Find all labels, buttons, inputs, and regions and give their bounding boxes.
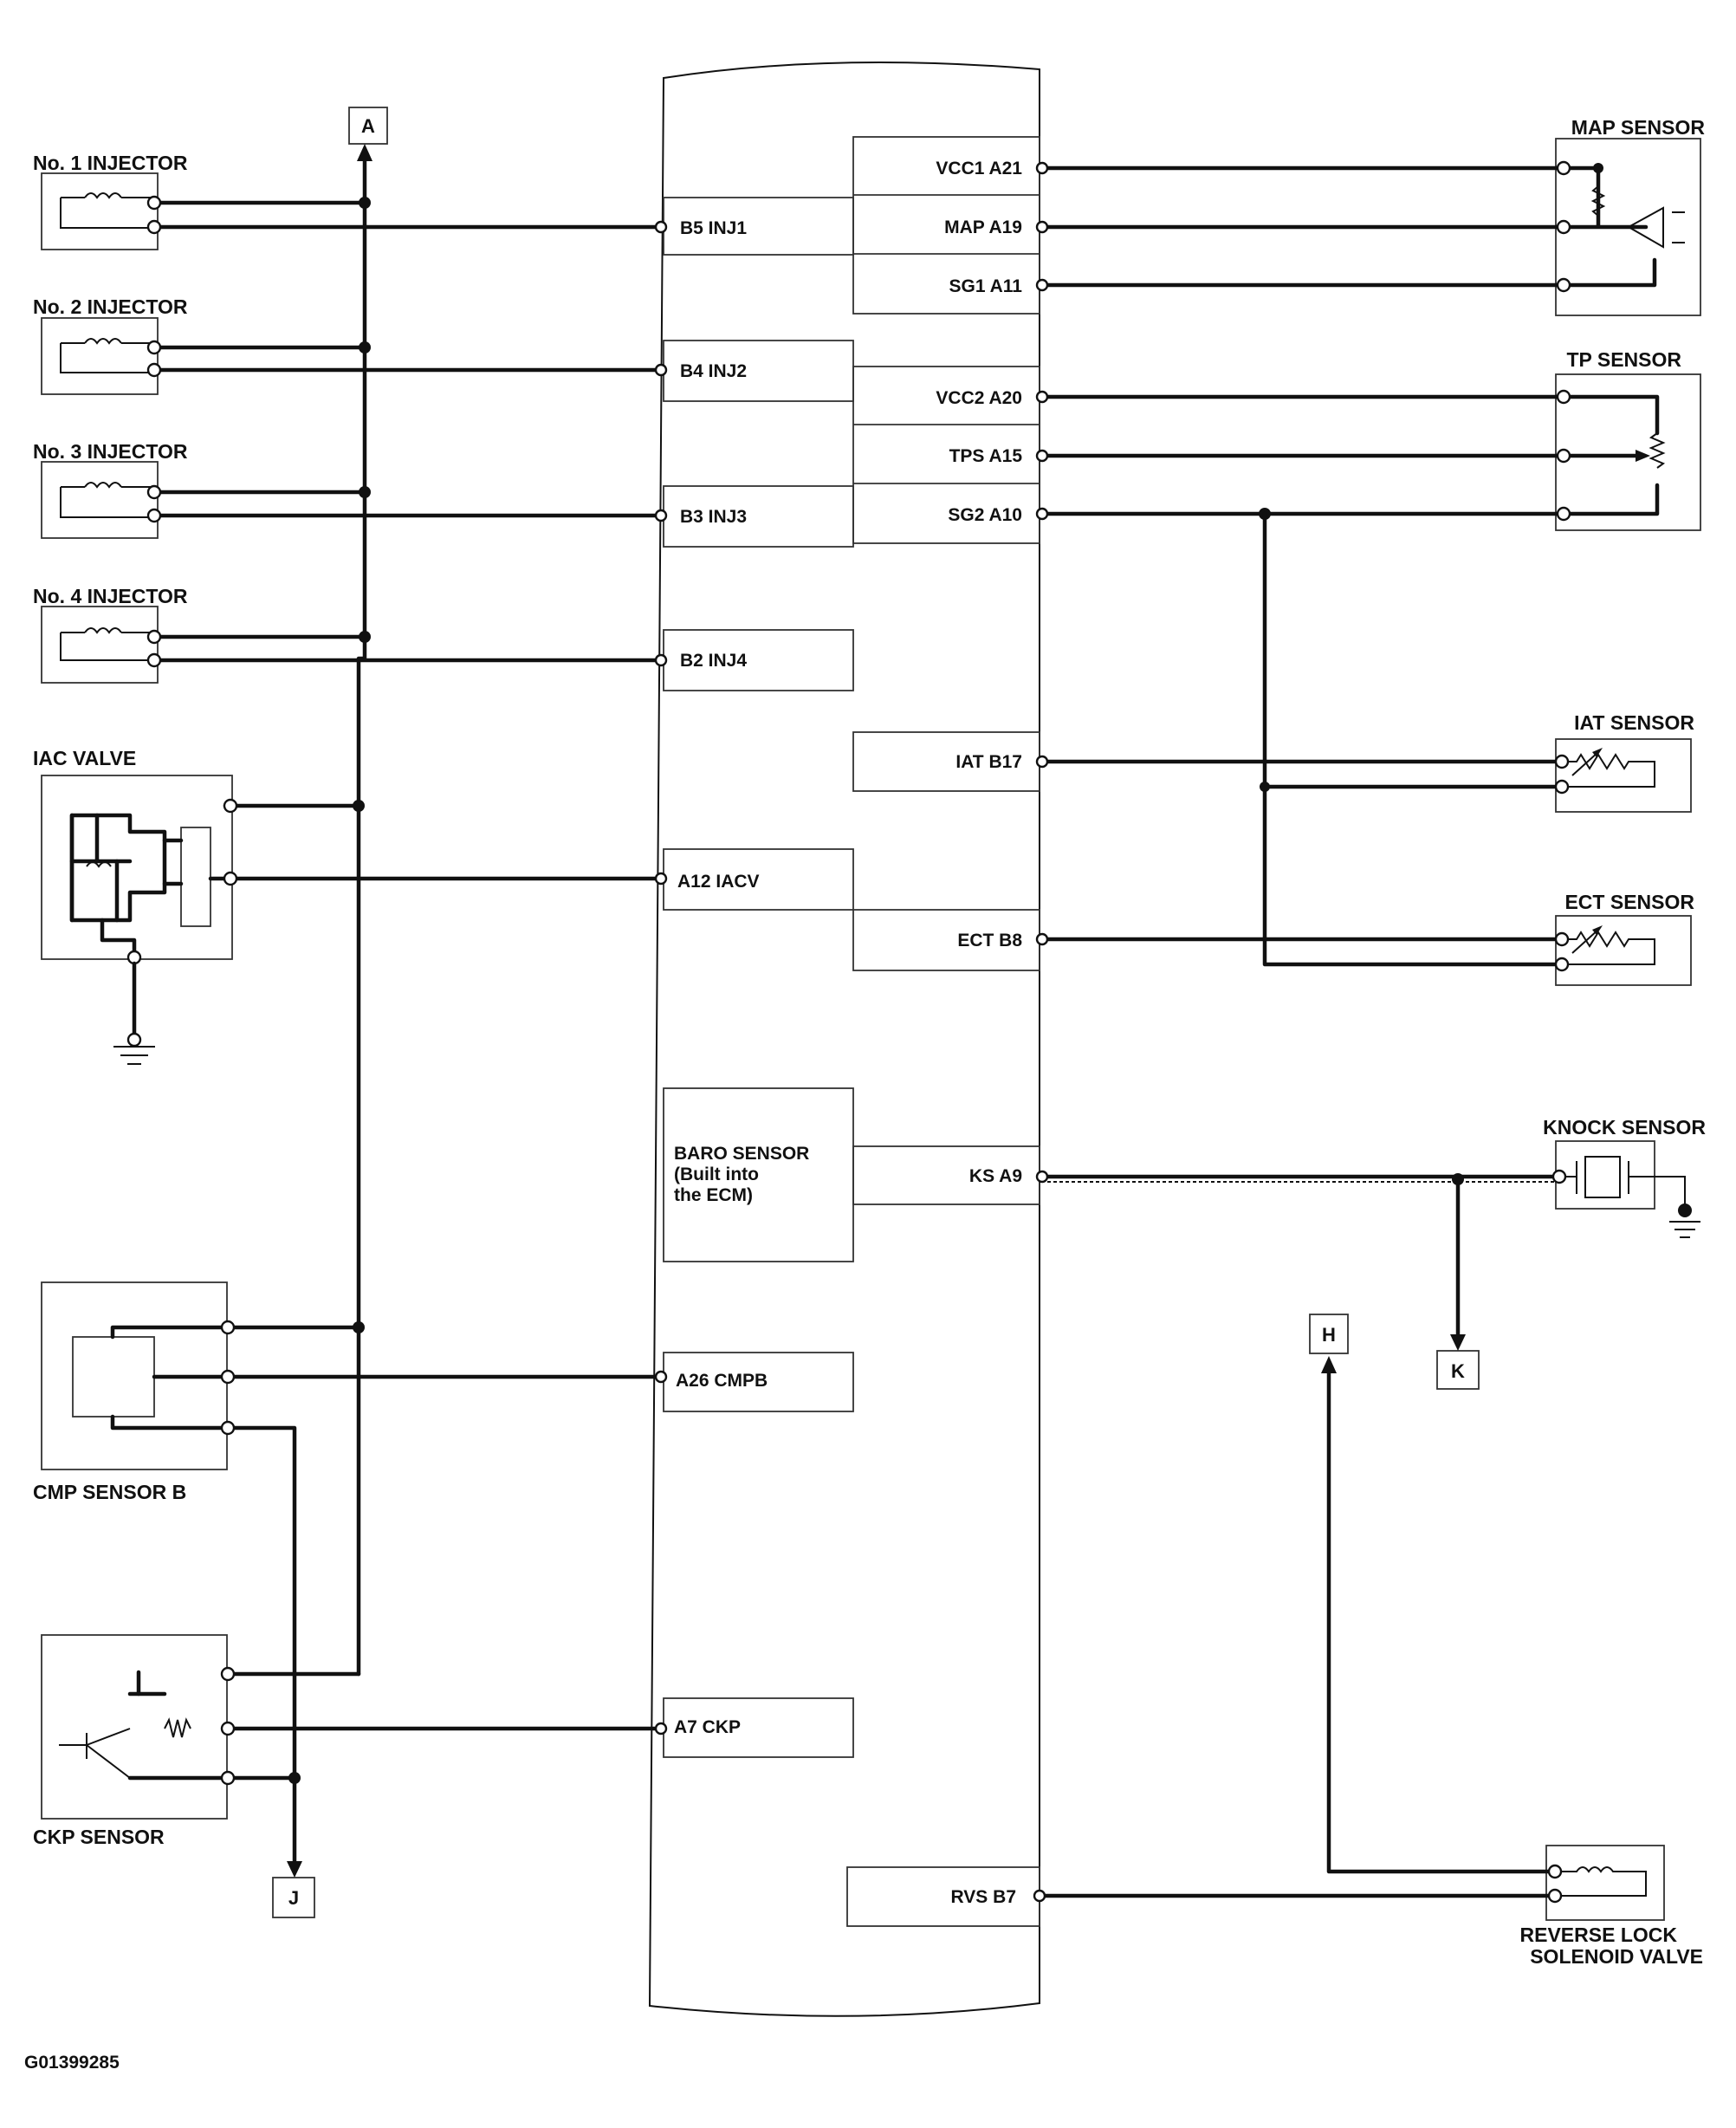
ecm-pin-a10-label: SG2 A10	[948, 505, 1022, 525]
reverse-lock-solenoid	[1033, 1369, 1665, 1921]
connector-j: J	[272, 1877, 315, 1918]
connector-j-label: J	[288, 1887, 299, 1909]
ckp-sensor	[41, 1634, 668, 1820]
ecm-pin-b5-label: B5 INJ1	[680, 218, 747, 238]
ecm-pin-b7-label: RVS B7	[951, 1887, 1016, 1907]
ecm-pin-a12-label: A12 IACV	[677, 872, 760, 892]
ecm-pin-b4-label: B4 INJ2	[680, 361, 747, 381]
injector-3	[41, 461, 668, 539]
ect-sensor-label: ECT SENSOR	[1564, 891, 1694, 913]
arrow-to-connector-h	[1321, 1356, 1337, 1373]
injector-2-label: No. 2 INJECTOR	[33, 295, 188, 318]
injector-4-label: No. 4 INJECTOR	[33, 585, 188, 607]
injector-1-label: No. 1 INJECTOR	[33, 152, 188, 174]
baro-sensor-label-1: BARO SENSOR	[674, 1144, 809, 1164]
iac-valve-label: IAC VALVE	[33, 747, 136, 769]
reverse-lock-label-2: SOLENOID VALVE	[1530, 1945, 1703, 1968]
injector-4	[41, 606, 668, 684]
reverse-lock-label-1: REVERSE LOCK	[1520, 1924, 1678, 1946]
ecm-pin-a26-label: A26 CMPB	[676, 1371, 768, 1391]
iat-sensor-label: IAT SENSOR	[1574, 711, 1694, 734]
ecm-left-box-baro	[663, 1087, 854, 1262]
connector-a: A	[348, 107, 388, 145]
ecm-pin-a11-label: SG1 A11	[949, 276, 1023, 296]
ecm-pin-a9-label: KS A9	[969, 1166, 1022, 1186]
cmp-sensor	[41, 1281, 668, 1874]
connector-k-label: K	[1451, 1360, 1465, 1382]
ecm-pin-b3-label: B3 INJ3	[680, 507, 747, 527]
ecm-pin-b8-label: ECT B8	[957, 931, 1022, 950]
ect-sensor	[1035, 915, 1692, 986]
knock-sensor	[1035, 1140, 1700, 1337]
ecm-pin-a7-label: A7 CKP	[674, 1717, 741, 1737]
figure-id: G01399285	[24, 2053, 120, 2073]
iac-valve	[41, 775, 668, 1065]
ecm-outline	[648, 62, 1040, 2017]
injector-3-label: No. 3 INJECTOR	[33, 440, 188, 463]
map-sensor-label: MAP SENSOR	[1571, 116, 1706, 139]
arrow-to-connector-a	[357, 144, 372, 161]
connector-k: K	[1436, 1350, 1480, 1390]
connector-h-label: H	[1322, 1324, 1336, 1346]
ecm-pin-a21-label: VCC1 A21	[936, 159, 1022, 178]
arrow-to-connector-j	[287, 1861, 302, 1878]
ecm-pin-a19-label: MAP A19	[944, 217, 1022, 237]
tp-sensor	[1035, 373, 1701, 531]
connector-a-label: A	[361, 115, 375, 137]
ecm-pin-a20-label: VCC2 A20	[936, 388, 1022, 408]
knock-sensor-label: KNOCK SENSOR	[1543, 1116, 1706, 1139]
injector-2	[41, 317, 668, 395]
arrow-to-connector-k	[1450, 1334, 1466, 1351]
baro-sensor-label-3: the ECM)	[674, 1185, 753, 1205]
ecm-pin-a15-label: TPS A15	[949, 446, 1023, 466]
tp-sensor-label: TP SENSOR	[1567, 348, 1682, 371]
ecm-pin-b2-label: B2 INJ4	[680, 651, 747, 671]
baro-sensor-label-2: (Built into	[674, 1165, 759, 1184]
power-bus-wire	[356, 153, 367, 1677]
connector-h: H	[1309, 1314, 1349, 1354]
cmp-sensor-label: CMP SENSOR B	[33, 1481, 186, 1503]
map-sensor	[1035, 138, 1701, 316]
iat-sensor	[1035, 738, 1692, 813]
ckp-sensor-label: CKP SENSOR	[33, 1826, 165, 1848]
ecm-pin-b17-label: IAT B17	[955, 752, 1022, 772]
injector-1	[41, 172, 668, 250]
sensor-ground-bus	[1262, 511, 1562, 967]
